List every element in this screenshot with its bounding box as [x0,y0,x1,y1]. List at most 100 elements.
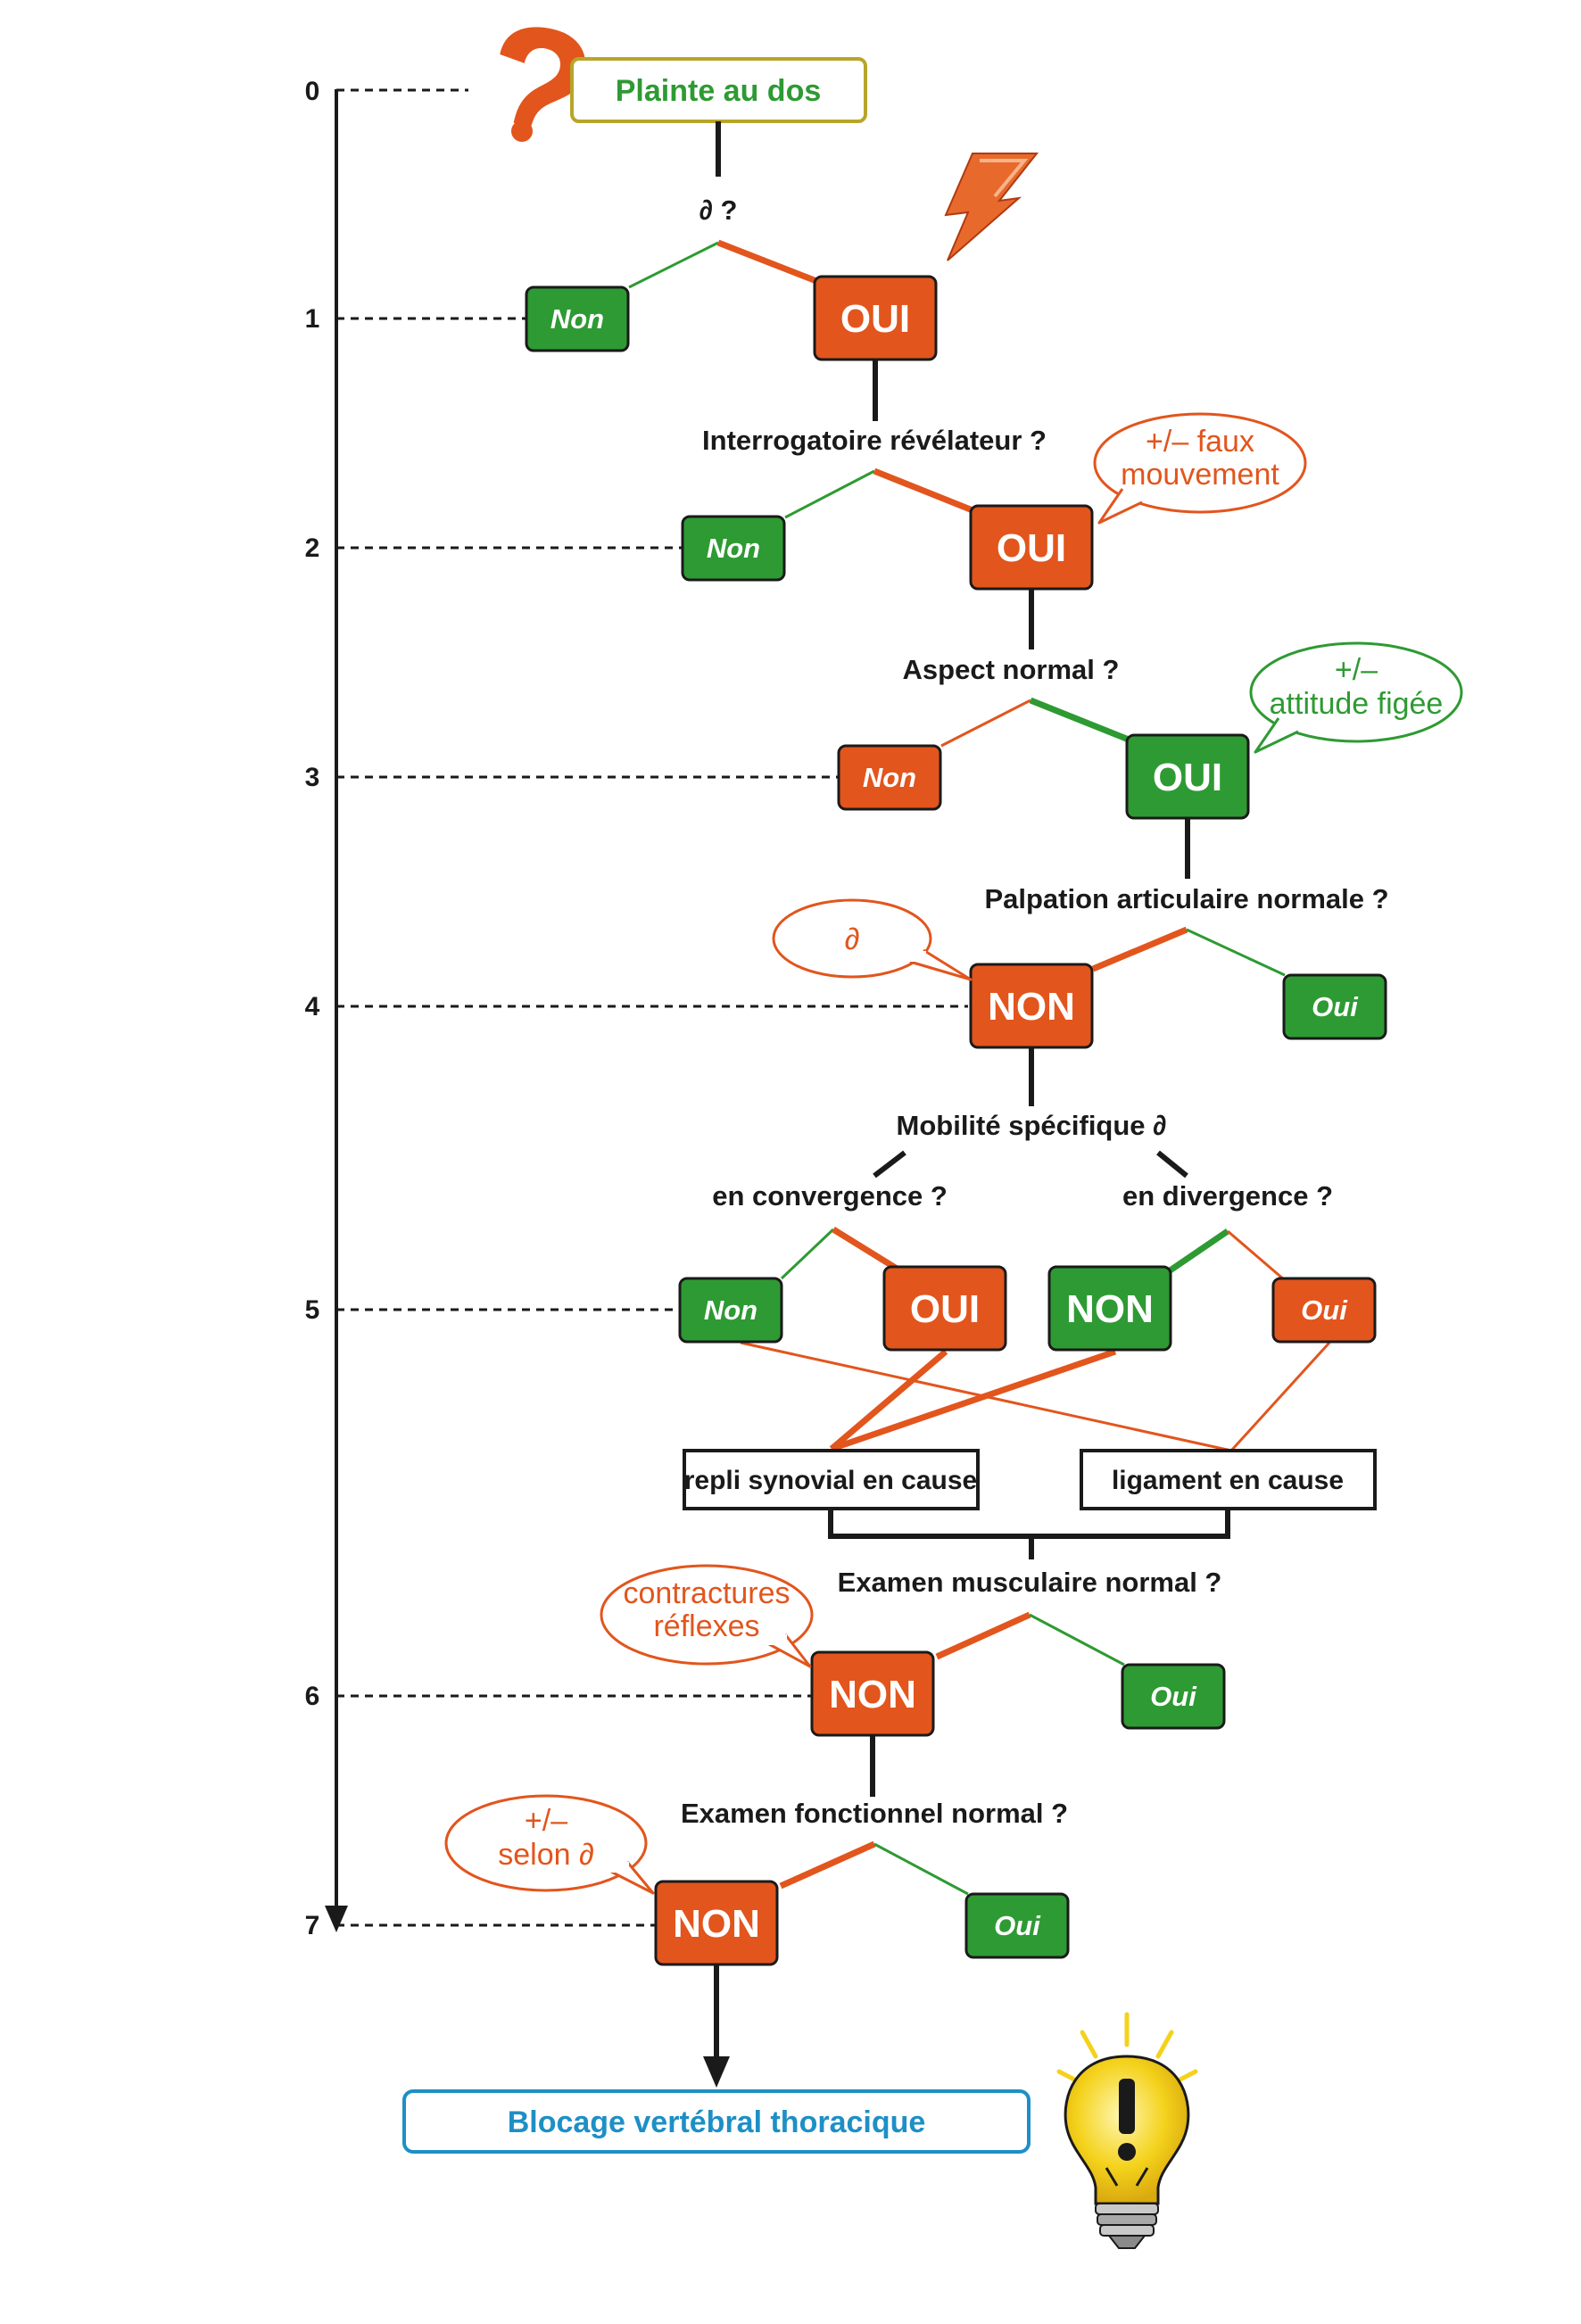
answer-non-6-label: NON [829,1673,916,1716]
answer-non-4-label: NON [988,985,1075,1029]
step-label-5: 5 [305,1295,320,1325]
answer-5-conv-oui: OUI [882,1265,1007,1352]
end-box-frame [402,2089,1031,2154]
answer-oui-1: OUI [813,275,938,361]
answer-oui-4: Oui [1282,973,1387,1040]
answer-oui-2-label: OUI [997,526,1066,570]
answer-non-7-label: NON [673,1902,760,1946]
condition-5-divergence: en divergence ? [1122,1180,1333,1212]
link-non-ligament [740,1341,1232,1452]
answer-5-conv-oui-label: OUI [910,1287,980,1331]
branch-1-oui [716,239,818,285]
answer-oui-3-label: OUI [1153,756,1222,799]
link-non-synovial [830,1348,1117,1452]
branch-5-conv-non [780,1228,835,1280]
bubble-selon-line2: selon ∂ [498,1838,594,1872]
step-label-2: 2 [305,533,320,563]
link-oui-ligament [1229,1341,1331,1452]
answer-non-2-label: Non [707,533,760,564]
start-label: Plainte au dos [616,74,822,108]
step-label-6: 6 [305,1682,320,1711]
step-label-0: 0 [305,77,320,106]
answer-oui-7-label: Oui [994,1910,1041,1941]
cause-ligament: ligament en cause [1080,1449,1377,1510]
end-label: Blocage vertébral thoracique [508,2105,926,2139]
bubble-faux-mouvement-line2: mouvement [1121,458,1279,492]
bubble-attitude-figee-line1: +/– [1335,653,1378,687]
branch-2-non [784,469,875,519]
answer-oui-7: Oui [964,1892,1070,1959]
condition-1: ∂ ? [699,194,738,226]
branch-3-non [940,699,1031,748]
bubble-faux-mouvement: +/– faux mouvement [1093,412,1307,525]
answer-non-1-label: Non [550,303,604,335]
bubble-contractures-line2: réflexes [653,1609,759,1643]
branch-5-conv-oui [832,1227,903,1274]
lightning-icon [944,153,1039,261]
answer-non-7: NON [654,1880,779,1966]
branch-6-non [935,1611,1031,1660]
answer-oui-4-label: Oui [1312,991,1359,1022]
answer-non-6: NON [810,1650,935,1737]
start-box: Plainte au dos [570,57,867,123]
split-left-tick [873,1150,906,1179]
end-box: Blocage vertébral thoracique [402,2089,1031,2154]
condition-7: Examen fonctionnel normal ? [681,1798,1068,1829]
split-right-tick [1156,1150,1188,1179]
cause-synovial-label: repli synovial en cause [684,1466,978,1495]
step-label-7: 7 [305,1911,320,1940]
answer-5-conv-non-label: Non [704,1294,757,1326]
answer-non-1: Non [525,285,630,352]
causes-bracket [828,1509,1230,1539]
branch-4-non [1091,926,1188,972]
branch-6-oui [1029,1613,1125,1666]
answer-oui-6: Oui [1121,1663,1226,1730]
answer-oui-6-label: Oui [1150,1681,1197,1712]
lightbulb-icon [1056,2012,1198,2249]
branch-2-oui [873,467,974,514]
step-dashed-connectors [336,88,968,1927]
condition-5: Mobilité spécifique ∂ [897,1110,1167,1141]
condition-2: Interrogatoire révélateur ? [702,425,1047,456]
branch-5-div-oui [1227,1229,1286,1282]
answer-non-2: Non [681,515,786,582]
step-label-3: 3 [305,763,320,792]
branch-1-non [628,241,719,289]
branch-5-div-non [1167,1228,1229,1274]
branch-7-non [779,1840,876,1890]
answer-non-3-label: Non [863,762,916,793]
timeline-arrowhead [325,1906,348,1932]
bubble-attitude-figee: +/– attitude figée [1249,641,1463,754]
answer-5-div-non: NON [1047,1265,1172,1352]
condition-5-convergence: en convergence ? [712,1180,948,1212]
answer-non-4: NON [969,963,1094,1049]
answer-non-3: Non [837,744,942,811]
condition-4: Palpation articulaire normale ? [984,883,1388,914]
link-oui-synovial [829,1349,948,1451]
step-label-1: 1 [305,304,320,334]
cause-ligament-label: ligament en cause [1112,1466,1344,1495]
step-label-4: 4 [305,992,320,1021]
cause-synovial: repli synovial en cause [683,1449,980,1510]
condition-6: Examen musculaire normal ? [838,1567,1222,1598]
bubble-attitude-figee-line2: attitude figée [1270,687,1444,721]
bubble-faux-mouvement-line1: +/– faux [1146,425,1254,459]
question-mark-icon [500,27,586,142]
branch-7-oui [873,1842,969,1896]
bubble-contractures: contractures réflexes [600,1564,814,1668]
answer-5-div-non-label: NON [1066,1287,1154,1331]
branch-4-oui [1186,928,1286,977]
timeline: 0 1 2 3 4 5 6 7 [305,77,968,1940]
end-arrowhead [703,2056,730,2088]
bubble-derivative: ∂ [772,898,973,981]
condition-3: Aspect normal ? [903,654,1120,685]
answer-5-div-oui: Oui [1271,1277,1377,1344]
answer-oui-2: OUI [969,504,1094,591]
answer-5-conv-non: Non [678,1277,783,1344]
bubble-contractures-line1: contractures [623,1576,790,1610]
bubble-derivative-text: ∂ [845,922,860,956]
answer-oui-3: OUI [1125,733,1250,820]
branch-3-oui [1029,697,1130,743]
answer-oui-1-label: OUI [840,297,910,341]
